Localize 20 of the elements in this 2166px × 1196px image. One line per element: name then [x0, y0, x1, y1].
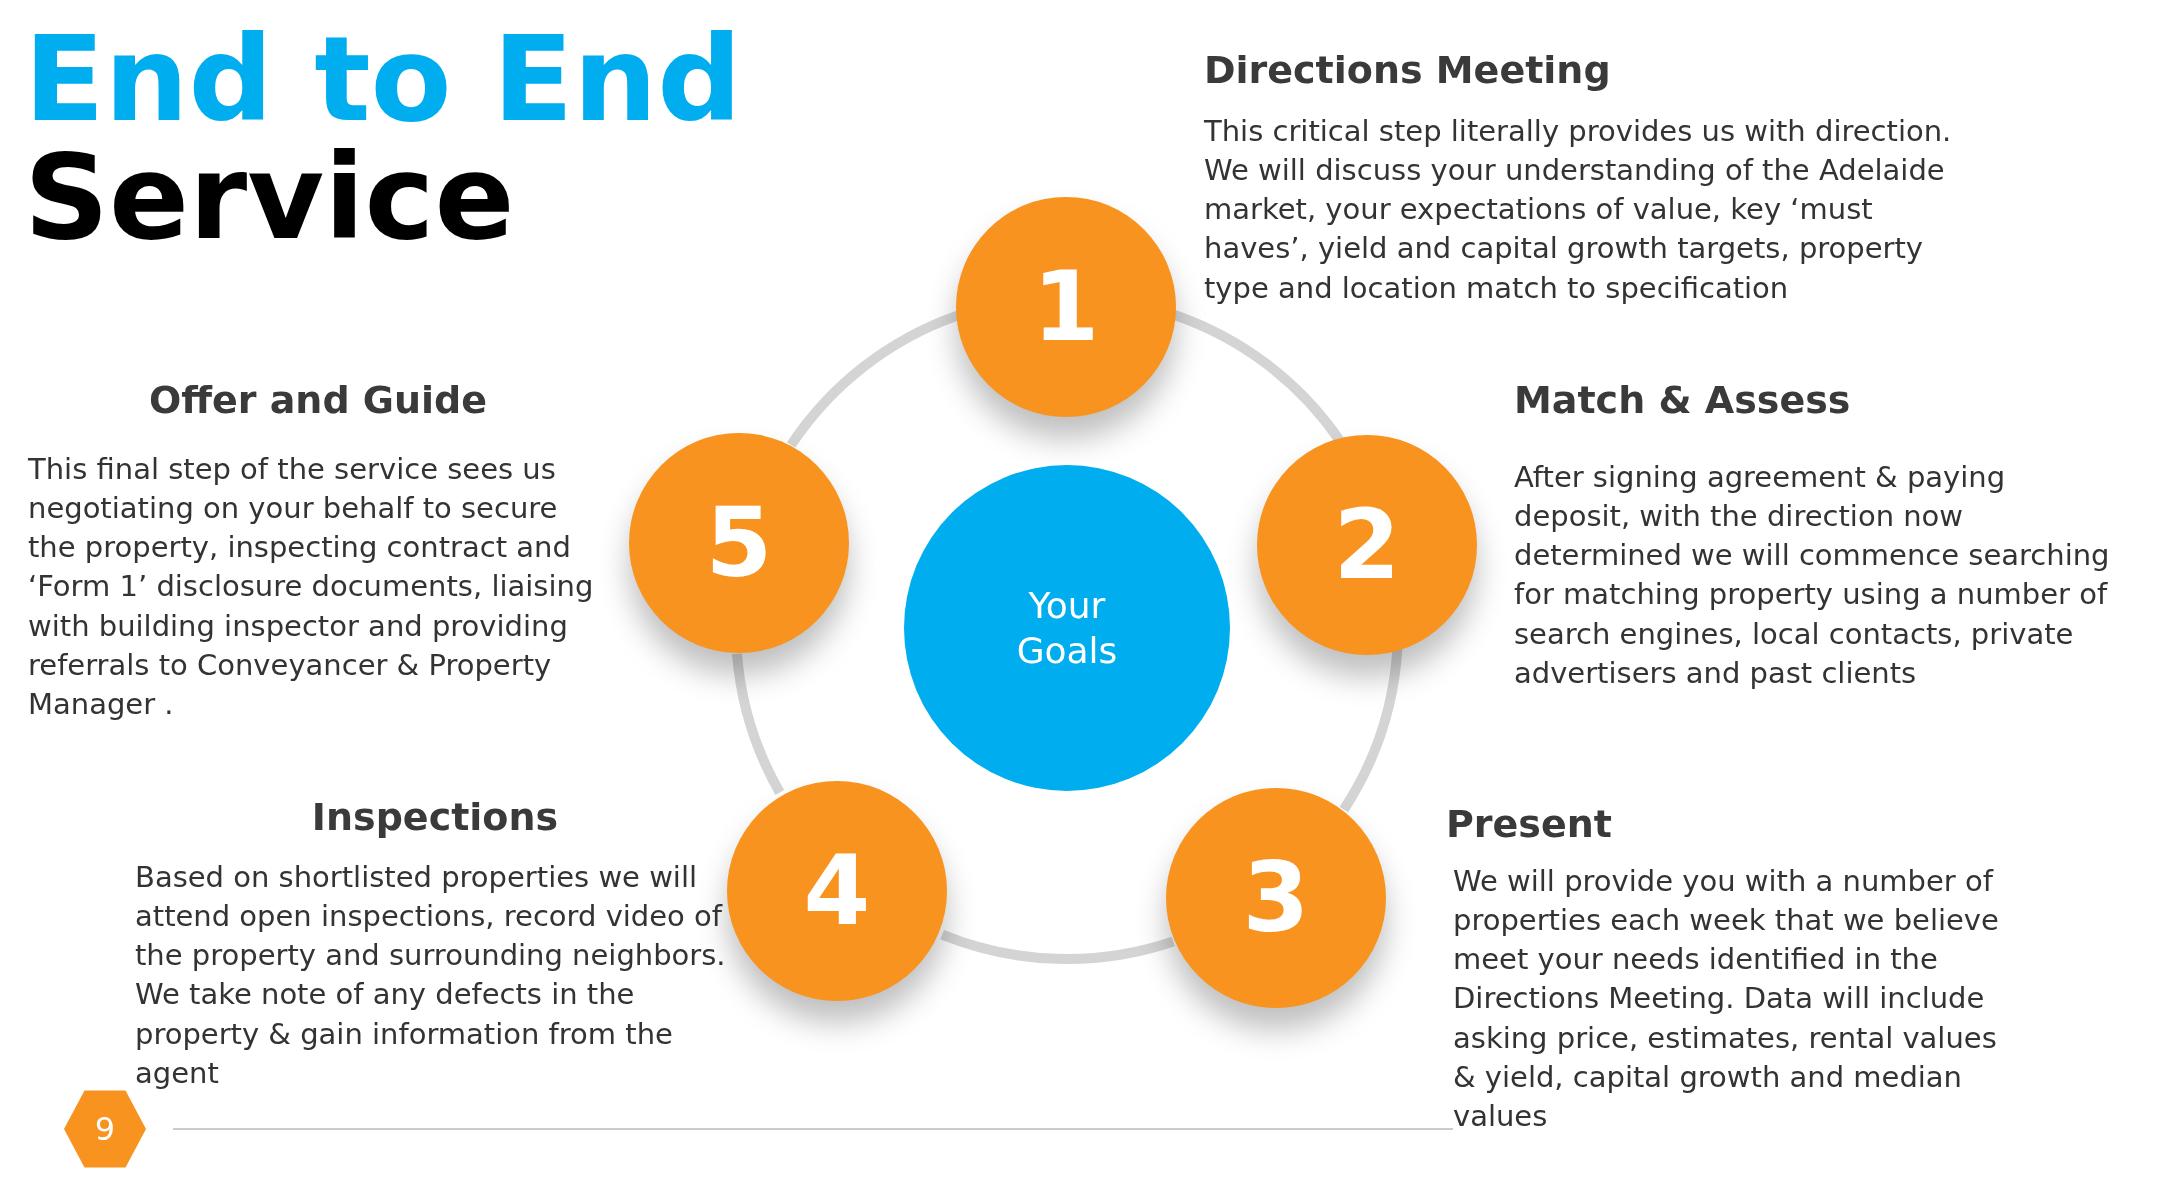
step-heading: Offer and Guide: [147, 378, 489, 422]
step-description: We will provide you with a number of properties each week that we believe meet your needs identified in the Directions Meeting. Data will include asking price, estimates, rental values & yield, capital growth and median values: [1453, 863, 2000, 1135]
title: End to End Service: [24, 20, 742, 256]
step-number-circle: 3: [1166, 788, 1386, 1008]
step-heading: Directions Meeting: [1204, 48, 1611, 92]
ring-connector: [732, 653, 785, 795]
ring-connector: [940, 929, 1175, 964]
step-description: This final step of the service sees us negotiating on your behalf to secure the property, inspecting contract and ‘Form 1’ disclosure documents, liaising with building inspector and providing referrals to Conveyancer & Property Manager .: [28, 451, 595, 723]
ring-connector: [1339, 647, 1403, 812]
step-number-circle: 4: [727, 781, 947, 1001]
step-number-circle: 2: [1257, 435, 1477, 655]
step-description: After signing agreement & paying deposit, with the direction now determined we will commence searching for matching property using a number of search engines, local contacts, private advertisers and past clients: [1514, 459, 2111, 692]
step-description: This critical step literally provides us with direction. We will discuss your understanding of the Adelaide market, your expectations of value, key ‘must haves’, yield and capital growth targets, property type and location match to specification: [1204, 113, 1953, 307]
page-number: 9: [64, 1088, 146, 1170]
step-number-circle: 5: [629, 433, 849, 653]
step-heading: Inspections: [310, 795, 560, 839]
step-heading: Present: [1446, 802, 1612, 846]
step-number-circle: 1: [956, 197, 1176, 417]
goal-circle: Your Goals: [904, 465, 1230, 791]
step-heading: Match & Assess: [1514, 378, 1851, 422]
